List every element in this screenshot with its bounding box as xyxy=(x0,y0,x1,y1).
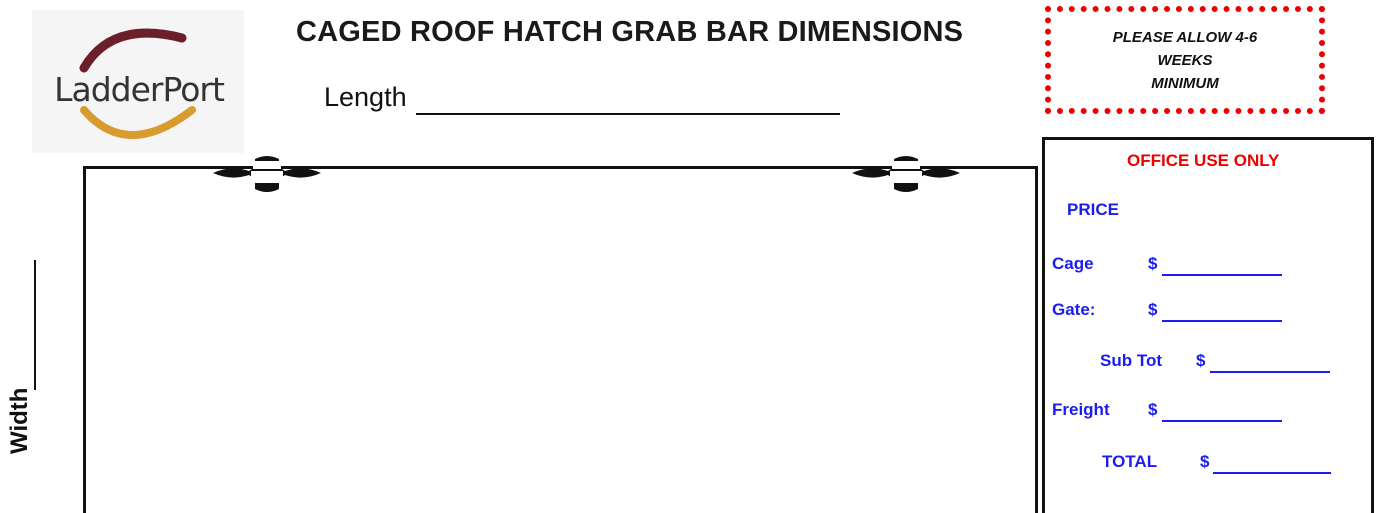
width-input-line[interactable] xyxy=(34,260,36,390)
hinge-right-icon xyxy=(852,156,960,192)
freight-price-field[interactable] xyxy=(1162,400,1282,422)
form-title: CAGED ROOF HATCH GRAB BAR DIMENSIONS xyxy=(296,16,964,48)
cage-currency: $ xyxy=(1148,254,1158,273)
freight-currency: $ xyxy=(1148,400,1158,419)
gate-label: Gate: xyxy=(1052,300,1096,319)
lead-time-notice: PLEASE ALLOW 4-6 WEEKS MINIMUM xyxy=(1045,6,1325,114)
cage-label: Cage xyxy=(1052,254,1094,273)
office-use-panel xyxy=(1042,137,1374,513)
subtotal-label: Sub Tot xyxy=(1100,351,1162,370)
gate-currency: $ xyxy=(1148,300,1158,319)
office-use-title: OFFICE USE ONLY xyxy=(1127,151,1280,170)
length-input-line[interactable] xyxy=(416,113,840,115)
logo-arc-top xyxy=(79,28,187,73)
notice-line-3: MINIMUM xyxy=(1151,74,1219,92)
gate-price-field[interactable] xyxy=(1162,300,1282,322)
width-label: Width xyxy=(6,387,33,454)
drawing-area[interactable] xyxy=(83,166,1038,513)
freight-label: Freight xyxy=(1052,400,1110,419)
hinge-left-icon xyxy=(213,156,321,192)
total-label: TOTAL xyxy=(1102,452,1158,471)
notice-line-2: WEEKS xyxy=(1157,51,1213,69)
length-label: Length xyxy=(324,82,407,112)
cage-price-field[interactable] xyxy=(1162,254,1282,276)
total-price-field[interactable] xyxy=(1213,452,1331,474)
logo-arcs-graphic xyxy=(79,28,196,139)
price-heading: PRICE xyxy=(1067,200,1119,219)
subtotal-field[interactable] xyxy=(1210,351,1330,373)
total-currency: $ xyxy=(1200,452,1210,471)
logo-text: LadderPort xyxy=(54,70,225,109)
subtotal-currency: $ xyxy=(1196,351,1206,370)
logo-arc-bottom xyxy=(80,106,196,139)
company-logo: LadderPort xyxy=(32,10,244,153)
notice-line-1: PLEASE ALLOW 4-6 xyxy=(1112,28,1258,46)
